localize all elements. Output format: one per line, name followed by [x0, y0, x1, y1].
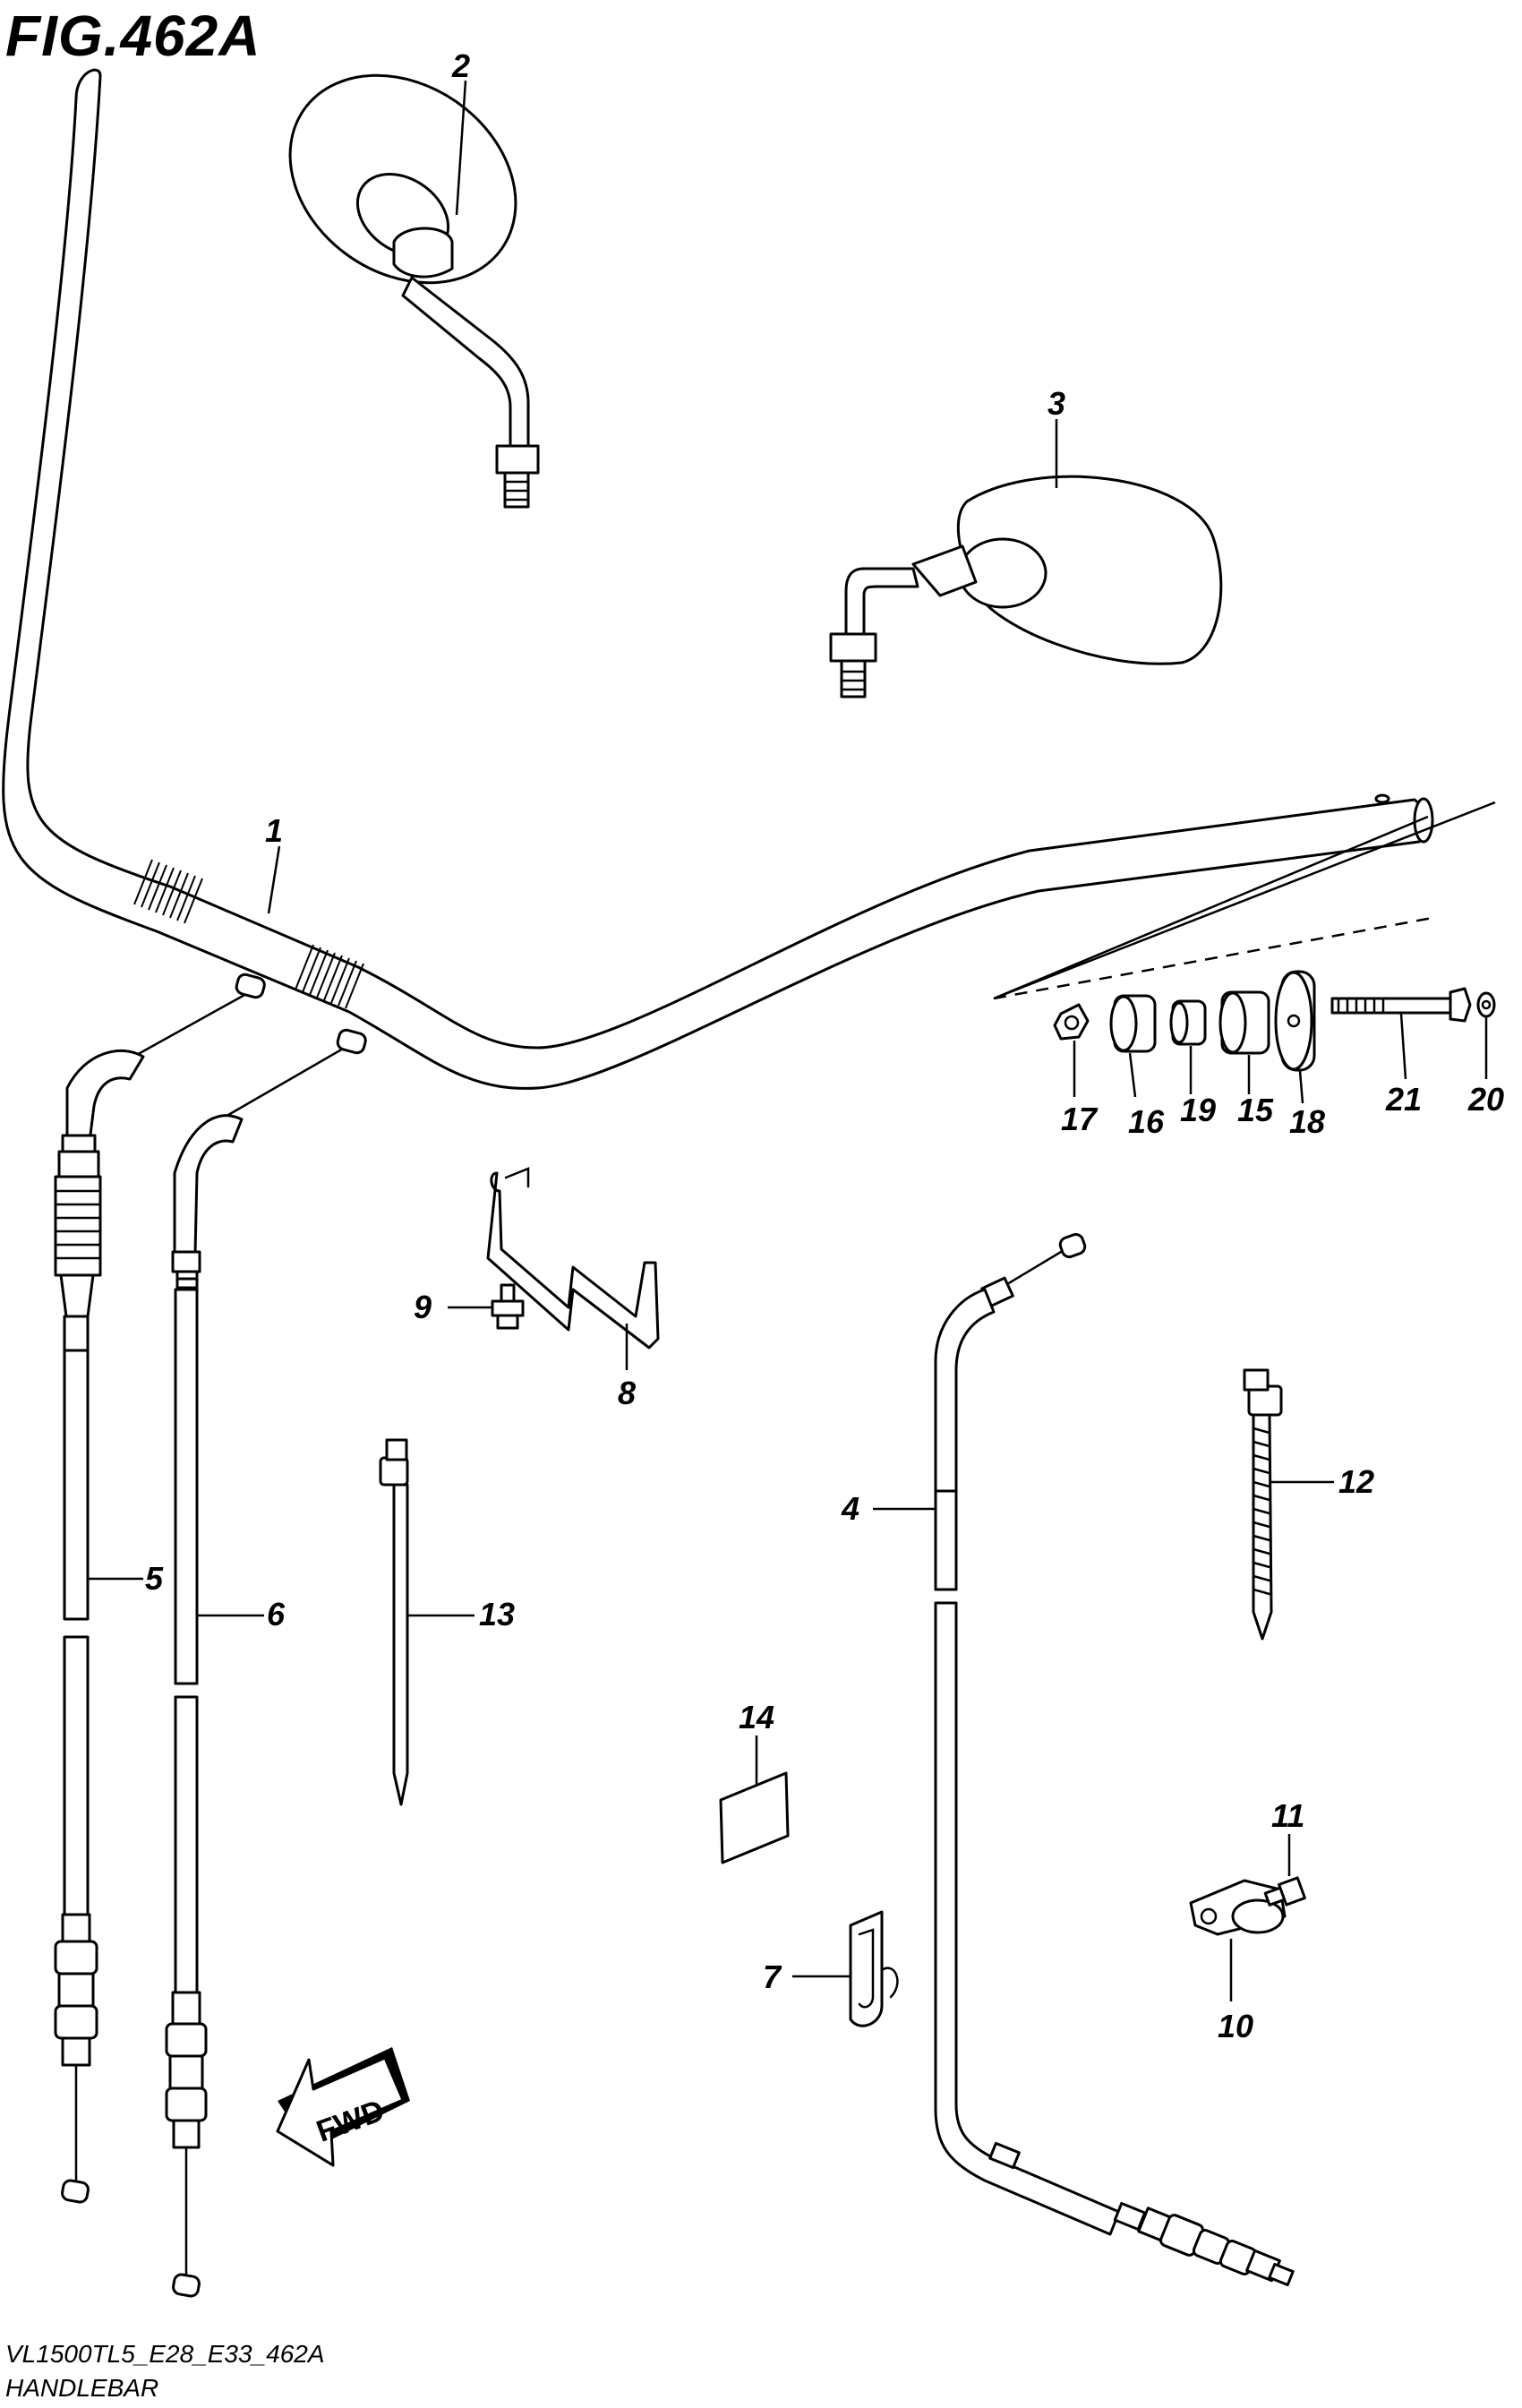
- callout-2: 2: [451, 47, 470, 84]
- label-14: 14: [719, 1699, 790, 1864]
- callout-18: 18: [1289, 1103, 1325, 1140]
- washer-18: [1274, 970, 1316, 1072]
- callout-6: 6: [267, 1596, 286, 1632]
- callout-17: 17: [1061, 1101, 1099, 1137]
- mirror-left: 2: [288, 47, 540, 509]
- figure-title: FIG.462A: [5, 4, 261, 68]
- throttle-cable-6: 6: [165, 1028, 367, 2298]
- callout-12: 12: [1338, 1463, 1374, 1500]
- callout-8: 8: [618, 1375, 636, 1411]
- callout-21: 21: [1385, 1081, 1422, 1118]
- cable-tie-13: 13: [379, 1438, 515, 1806]
- bolt-21: [1330, 987, 1472, 1023]
- knurl-zone-right: [295, 944, 364, 1009]
- callout-19: 19: [1180, 1092, 1216, 1128]
- callout-10: 10: [1218, 2008, 1253, 2044]
- holder-stack: 17 16 19 15 18 21 20: [1053, 970, 1504, 1140]
- clip-7: 7: [763, 1910, 899, 2027]
- model-code: VL1500TL5_E28_E33_462A: [5, 2340, 325, 2368]
- callout-20: 20: [1467, 1081, 1504, 1118]
- cushion-16: [1109, 994, 1157, 1053]
- cable-tie-12: 12: [1243, 1368, 1374, 1641]
- clamp-10: 10: [1189, 1879, 1287, 2044]
- callout-5: 5: [145, 1560, 164, 1597]
- washer-20: [1476, 991, 1496, 1018]
- callout-14: 14: [739, 1699, 774, 1735]
- callout-7: 7: [763, 1958, 782, 1995]
- callout-1: 1: [265, 812, 283, 849]
- callout-16: 16: [1128, 1103, 1165, 1140]
- mirror-right: 3: [829, 385, 1223, 698]
- cable-guide-8: 8 9: [414, 1167, 660, 1411]
- knurl-zone-left: [133, 859, 203, 924]
- callout-15: 15: [1237, 1092, 1274, 1128]
- bolt-9: [491, 1283, 525, 1330]
- callout-13: 13: [479, 1596, 515, 1632]
- callout-3: 3: [1047, 385, 1065, 422]
- callout-11: 11: [1271, 1797, 1304, 1834]
- nut-17: [1053, 1003, 1090, 1041]
- spacer-19: [1169, 999, 1207, 1046]
- section-name: HANDLEBAR: [5, 2374, 158, 2402]
- callout-4: 4: [841, 1490, 859, 1527]
- clutch-cable-4: 4: [841, 1232, 1295, 2287]
- bolt-11: 11: [1263, 1797, 1306, 1907]
- callout-9: 9: [414, 1289, 432, 1325]
- fwd-arrow: FWD: [276, 2047, 410, 2167]
- cushion-15: [1218, 990, 1270, 1055]
- throttle-cable-5: 5: [54, 973, 266, 2204]
